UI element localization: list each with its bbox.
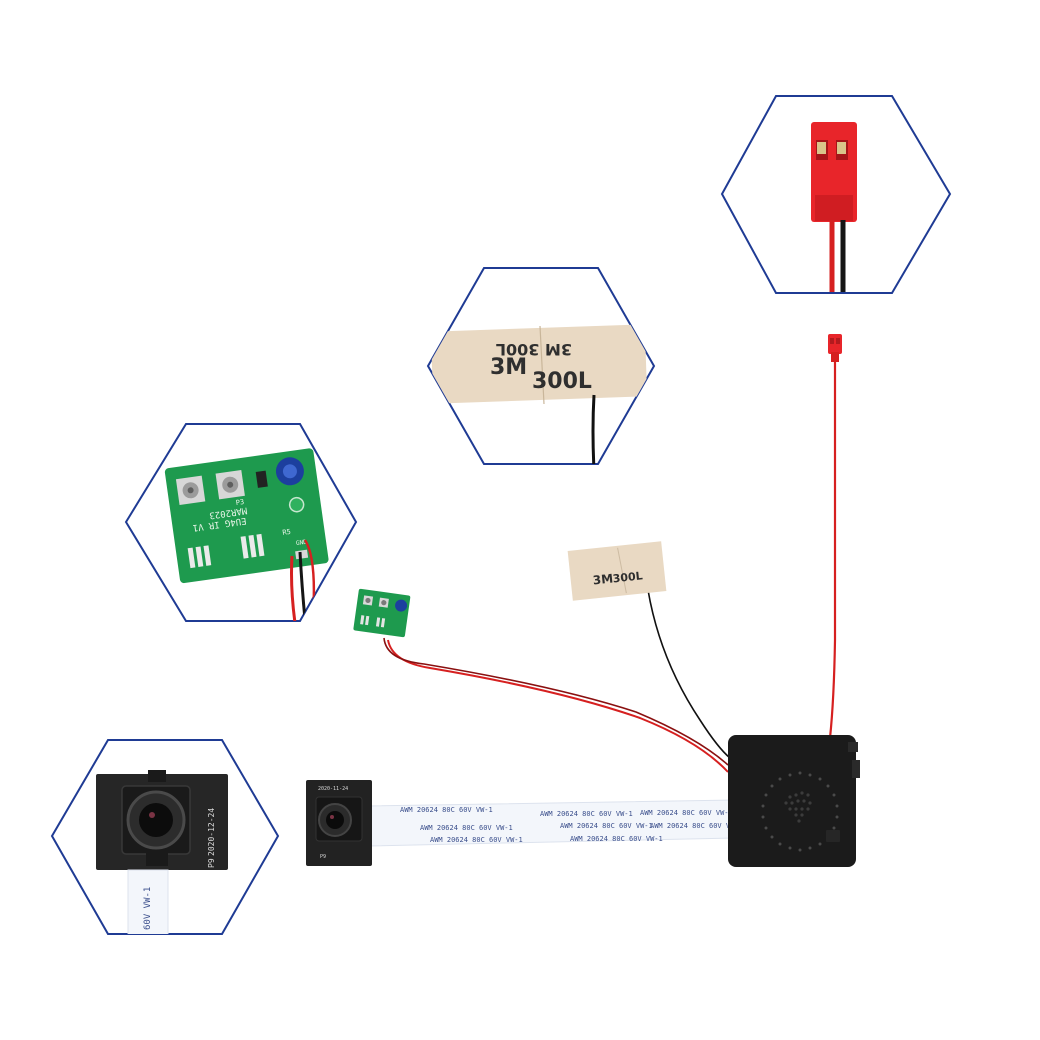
ir-wire-red: [387, 639, 729, 773]
cable-print-4: AWM 20624 80C 60V VW-1: [420, 824, 513, 832]
hex-zoom-camera: 2020-12-24 P9 60V VW-1: [50, 739, 280, 935]
leaf-logo-icon: [784, 791, 812, 823]
cam-small-p: P9: [320, 854, 326, 860]
cable-print-3: AWM 20624 80C 60V VW-1: [640, 809, 733, 817]
hex-zoom-connector: [720, 95, 952, 294]
wires: [383, 360, 837, 773]
tape-large-brand: 3M: [490, 355, 527, 380]
cam-zoom-cable: 60V VW-1: [143, 887, 153, 930]
ir-board-small: [353, 588, 411, 638]
cam-zoom-date: 2020-12-24: [207, 808, 216, 856]
hex-zoom-ir-board: MAR2023 EU4G IR V1 P3 R5 GND: [124, 423, 358, 622]
cable-print-6: AWM 20624 80C 60V VW-1: [650, 822, 743, 830]
tape-large-mirror: 3M 300L: [496, 340, 572, 359]
cam-small-date: 2020-11-24: [318, 786, 348, 792]
power-connector-small: [828, 334, 842, 362]
tape-small-brand: 3M: [592, 571, 614, 587]
antenna-wire: [647, 589, 731, 759]
tape-large-code: 300L: [532, 369, 592, 394]
cam-zoom-p: P9: [207, 858, 216, 868]
camera-module-small: 2020-11-24 P9: [306, 780, 372, 866]
hex-zoom-antenna: 3M 300L 3M 300L: [426, 267, 656, 465]
ir-wire-black: [383, 637, 729, 766]
power-wire-red: [828, 360, 837, 739]
cable-print-5: AWM 20624 80C 60V VW-1: [560, 822, 653, 830]
cable-print-1: AWM 20624 80C 60V VW-1: [400, 806, 493, 814]
pcb-gnd: GND: [296, 539, 308, 547]
ribbon-cable: AWM 20624 80C 60V VW-1 AWM 20624 80C 60V…: [367, 799, 743, 847]
cable-print-7: AWM 20624 80C 60V VW-1: [430, 836, 523, 844]
speaker-grille-icon: [761, 771, 839, 852]
tape-small-code: 300L: [612, 569, 643, 585]
cable-print-8: AWM 20624 80C 60V VW-1: [570, 835, 663, 843]
cable-print-2: AWM 20624 80C 60V VW-1: [540, 810, 633, 818]
antenna-tape-small: 3M 300L: [567, 541, 667, 601]
main-module: [728, 735, 860, 867]
pcb-p3: P3: [235, 498, 244, 507]
pcb-r5: R5: [282, 528, 291, 537]
